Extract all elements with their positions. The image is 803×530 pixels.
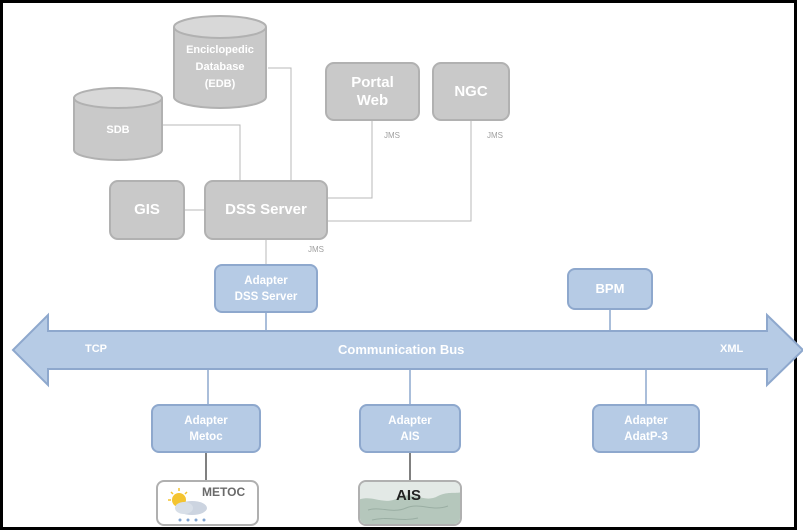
ais-thumbnail-title: AIS <box>396 487 422 504</box>
jms-label-dss: JMS <box>308 245 324 254</box>
bus-tcp-label: TCP <box>85 343 107 355</box>
communication-bus-arrow <box>11 312 803 388</box>
portal-web-node: Portal Web <box>325 62 420 121</box>
metoc-thumbnail-title: METOC <box>202 485 246 499</box>
cylinder-icon <box>173 15 267 109</box>
cylinder-icon <box>73 87 163 161</box>
edb-database: Enciclopedic Database (EDB) <box>171 14 269 110</box>
adapter-adatp3-node: Adapter AdatP-3 <box>592 404 700 453</box>
bus-title: Communication Bus <box>338 342 465 357</box>
connector-sdb-dss <box>163 124 241 182</box>
weather-icon <box>168 488 207 522</box>
bus-xml-label: XML <box>720 343 744 355</box>
adapter-dss-server-node: Adapter DSS Server <box>214 264 318 313</box>
adapter-ais-node: Adapter AIS <box>359 404 461 453</box>
connector-ngc-dss <box>328 120 472 222</box>
edb-label: Enciclopedic Database (EDB) <box>186 44 254 90</box>
dss-server-node: DSS Server <box>204 180 328 240</box>
connector-edb-dss <box>268 67 292 182</box>
sdb-label: SDB <box>106 124 130 136</box>
adapter-metoc-node: Adapter Metoc <box>151 404 261 453</box>
connector-portal-dss <box>328 120 373 199</box>
ais-thumbnail: AIS <box>358 480 462 526</box>
bpm-node: BPM <box>567 268 653 310</box>
jms-label-ngc: JMS <box>487 131 503 140</box>
jms-label-portal: JMS <box>384 131 400 140</box>
metoc-thumbnail: METOC <box>156 480 259 526</box>
map-icon <box>360 482 460 524</box>
sdb-database: SDB <box>71 86 165 162</box>
gis-node: GIS <box>109 180 185 240</box>
ngc-node: NGC <box>432 62 510 121</box>
